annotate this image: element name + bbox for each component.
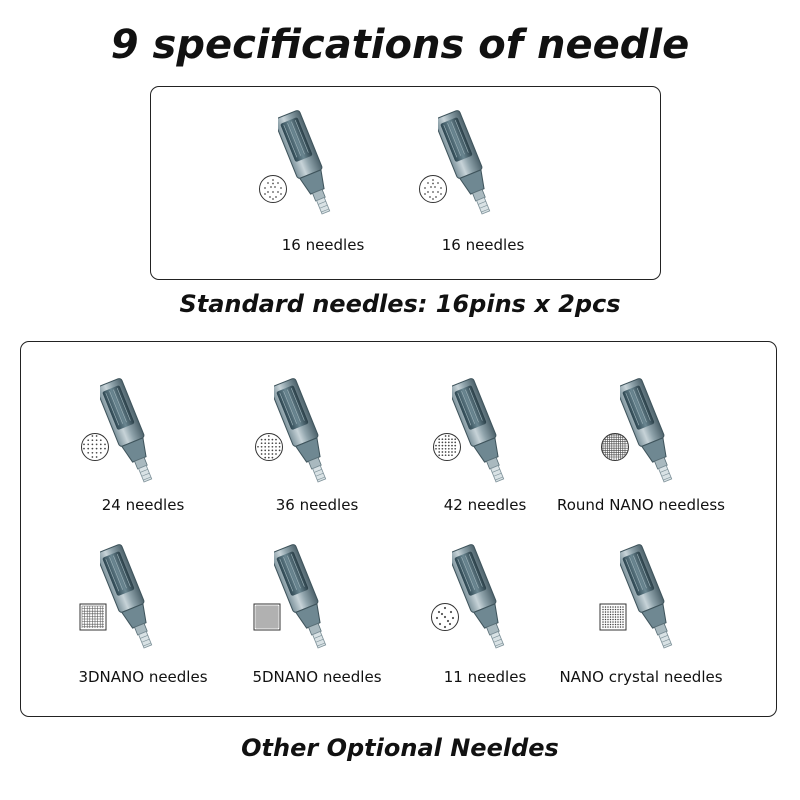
- needle-pattern-icon: [259, 175, 287, 203]
- needle-pattern-icon: [431, 603, 459, 631]
- needle-label: 16 needles: [281, 236, 365, 254]
- needle-label: 11 needles: [443, 668, 527, 686]
- needle-pattern-icon: [599, 603, 627, 631]
- needle-label: 5DNANO needles: [252, 668, 382, 686]
- optional-needle-item: 11 needles: [430, 540, 610, 705]
- optional-needle-item: 24 needles: [78, 374, 258, 539]
- needle-pattern-icon: [253, 603, 281, 631]
- needle-label: Round NANO needless: [556, 496, 726, 514]
- optional-needle-item: NANO crystal needles: [559, 540, 778, 705]
- standard-needle-item: 16 needles: [418, 106, 598, 271]
- needle-cartridge-image: [438, 109, 499, 219]
- needle-cartridge-image: [274, 543, 335, 653]
- optional-needle-item: 36 needles: [252, 374, 432, 539]
- needle-pattern-icon: [601, 433, 629, 461]
- needle-label: 16 needles: [441, 236, 525, 254]
- standard-needles-caption: Standard needles: 16pins x 2pcs: [179, 290, 621, 318]
- optional-needle-item: 42 needles: [430, 374, 610, 539]
- page-title: 9 specifications of needle: [110, 22, 690, 68]
- needle-pattern-icon: [81, 433, 109, 461]
- optional-needle-item: 3DNANO needles: [78, 540, 258, 705]
- optional-needles-caption: Other Optional Neeldes: [241, 734, 559, 762]
- needle-label: 42 needles: [443, 496, 527, 514]
- needle-cartridge-image: [100, 543, 161, 653]
- standard-needles-panel: [150, 86, 661, 280]
- needle-cartridge-image: [452, 543, 513, 653]
- needle-label: 24 needles: [101, 496, 185, 514]
- needle-pattern-icon: [433, 433, 461, 461]
- needle-label: 3DNANO needles: [78, 668, 208, 686]
- needle-cartridge-image: [278, 109, 339, 219]
- needle-label: 36 needles: [275, 496, 359, 514]
- optional-needle-item: 5DNANO needles: [252, 540, 432, 705]
- standard-needle-item: 16 needles: [258, 106, 438, 271]
- needle-pattern-icon: [79, 603, 107, 631]
- needle-cartridge-image: [620, 543, 681, 653]
- optional-needle-item: Round NANO needless: [557, 374, 778, 539]
- needle-pattern-icon: [419, 175, 447, 203]
- needle-pattern-icon: [255, 433, 283, 461]
- needle-label: NANO crystal needles: [559, 668, 723, 686]
